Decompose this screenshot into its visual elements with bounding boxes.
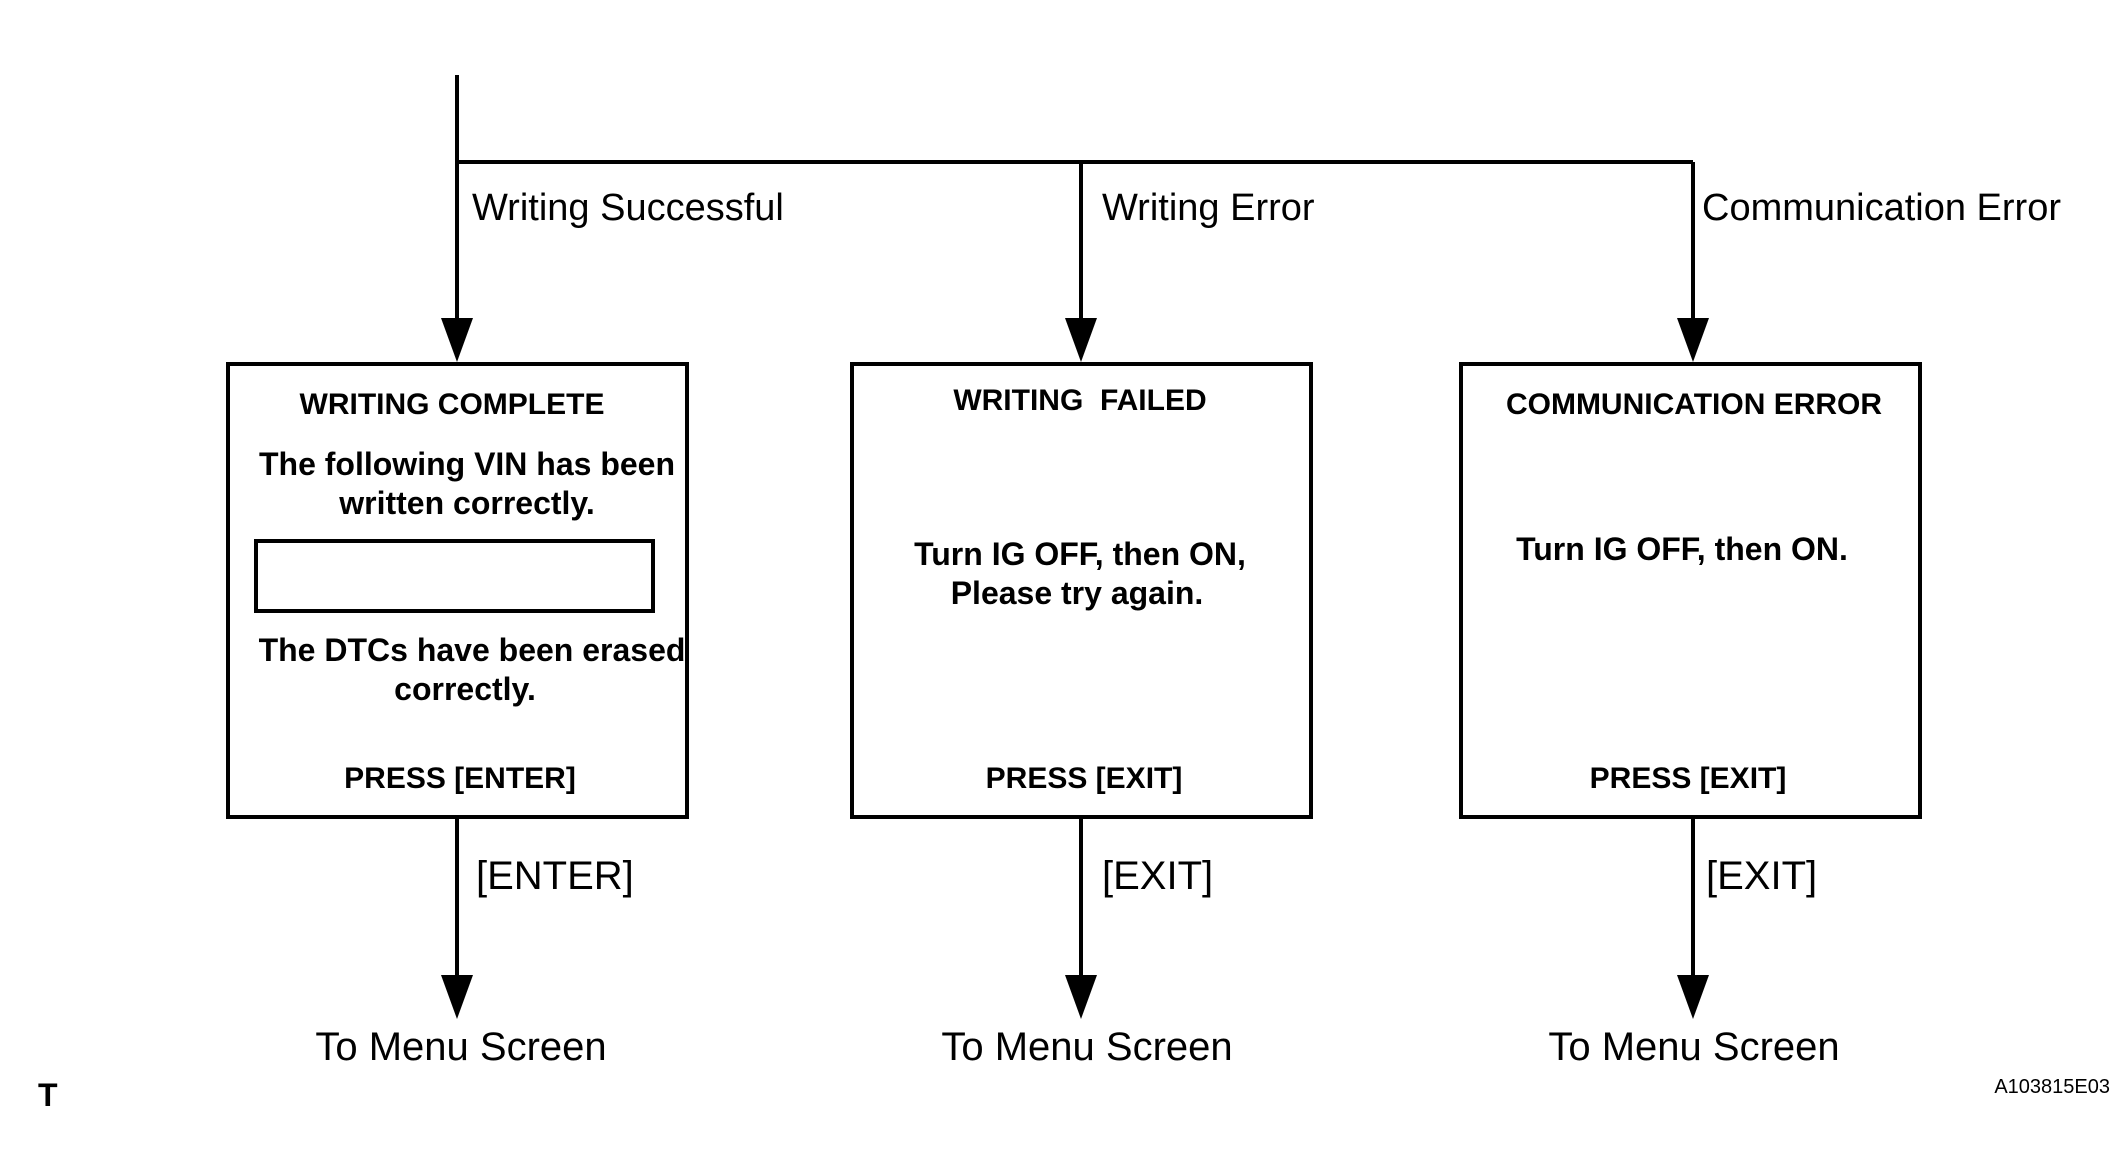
writing-failed-press-exit-label: PRESS [EXIT] xyxy=(986,762,1183,795)
writing-complete-dtc-line-1: The DTCs have been erased xyxy=(259,632,686,668)
communication-error-destination-label: To Menu Screen xyxy=(1548,1025,1839,1069)
communication-error-branch-label: Communication Error xyxy=(1702,187,2061,229)
writing-complete-body-line-2: written correctly. xyxy=(338,485,594,521)
communication-error-exit-arrowhead xyxy=(1677,975,1709,1019)
writing-complete-dtc-line-2: correctly. xyxy=(394,671,536,707)
branch-writing-successful: Writing Successful WRITING COMPLETE The … xyxy=(226,162,784,1069)
vin-display-field xyxy=(254,539,655,613)
figure-id: A103815E03 xyxy=(1994,1076,2110,1098)
writing-failed-body-line-2: Please try again. xyxy=(951,575,1204,611)
communication-error-exit-key-label: [EXIT] xyxy=(1706,854,1817,898)
communication-error-title: COMMUNICATION ERROR xyxy=(1506,388,1882,421)
writing-failed-body-line-1: Turn IG OFF, then ON, xyxy=(914,536,1246,572)
writing-error-down-arrowhead xyxy=(1065,318,1097,362)
communication-error-press-exit-label: PRESS [EXIT] xyxy=(1590,762,1787,795)
press-enter-label: PRESS [ENTER] xyxy=(344,762,576,795)
writing-failed-title: WRITING FAILED xyxy=(953,384,1206,417)
writing-error-exit-arrowhead xyxy=(1065,975,1097,1019)
writing-error-destination-label: To Menu Screen xyxy=(941,1025,1232,1069)
success-down-arrowhead xyxy=(441,318,473,362)
writing-error-exit-key-label: [EXIT] xyxy=(1102,854,1213,898)
writing-error-branch-label: Writing Error xyxy=(1102,187,1315,229)
corner-mark: T xyxy=(38,1077,58,1113)
communication-error-down-arrowhead xyxy=(1677,318,1709,362)
branch-writing-error: Writing Error WRITING FAILED Turn IG OFF… xyxy=(850,162,1315,1069)
success-exit-arrowhead xyxy=(441,975,473,1019)
writing-complete-body-line-1: The following VIN has been xyxy=(259,446,675,482)
enter-key-label: [ENTER] xyxy=(476,854,634,898)
communication-error-body-line-1: Turn IG OFF, then ON. xyxy=(1516,531,1848,567)
branch-communication-error: Communication Error COMMUNICATION ERROR … xyxy=(1459,162,2061,1069)
communication-error-screen xyxy=(1459,362,1922,819)
success-destination-label: To Menu Screen xyxy=(315,1025,606,1069)
success-branch-label: Writing Successful xyxy=(472,187,784,229)
writing-complete-title: WRITING COMPLETE xyxy=(300,388,605,421)
